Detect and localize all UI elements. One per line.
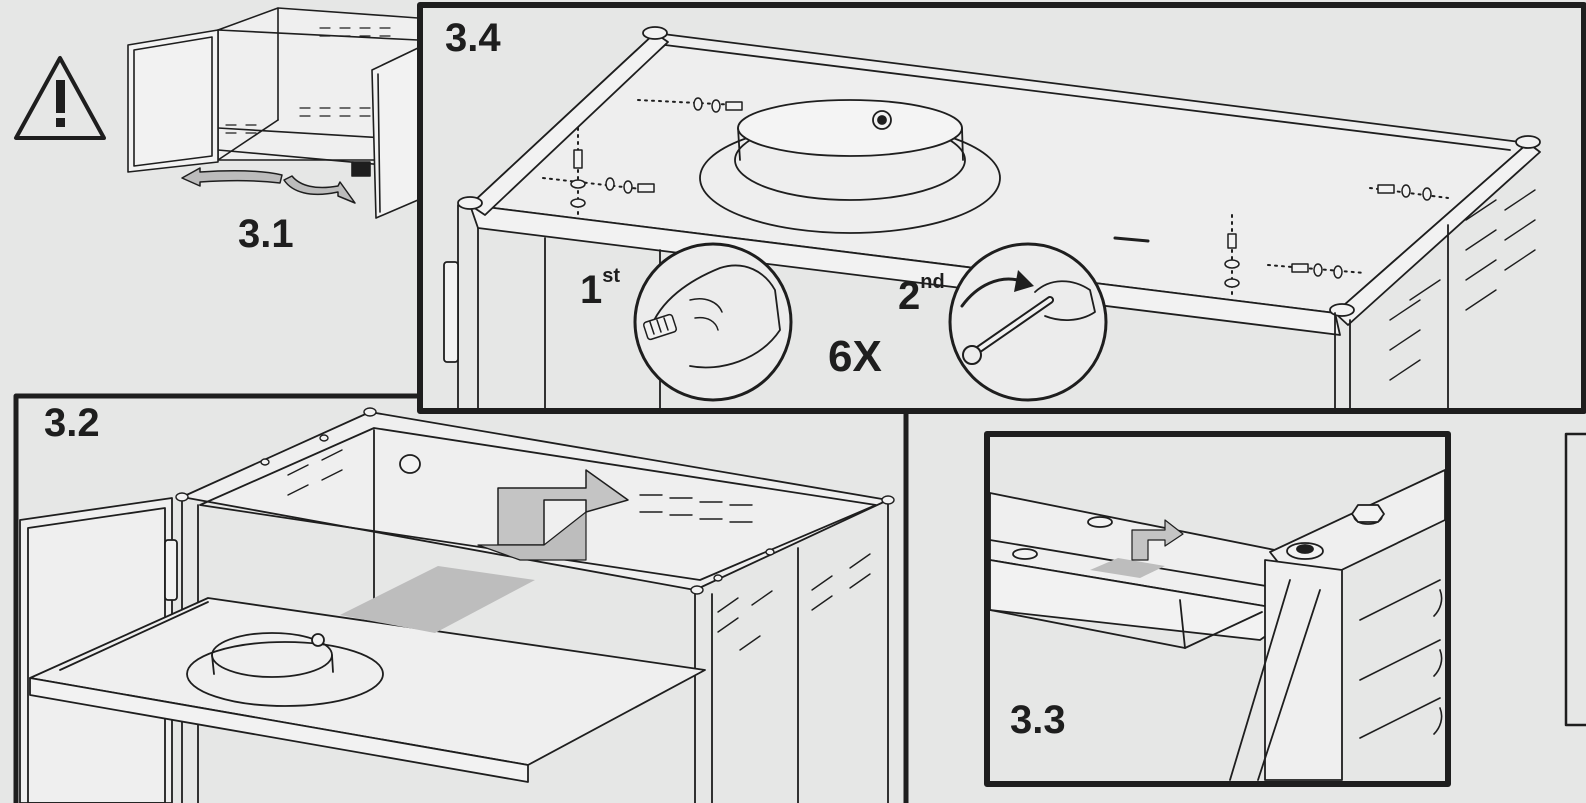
- insert-direction-arrow: [477, 469, 629, 561]
- step-label-3-2: 3.2: [44, 401, 100, 445]
- panel-3-4-illustration: [443, 26, 1541, 412]
- order-first-suffix: st: [602, 265, 621, 287]
- panel-3-1-illustration: [14, 7, 419, 219]
- fastener-count: 6X: [828, 332, 882, 381]
- adjacent-panel-edge: [1564, 432, 1586, 727]
- order-first-label: 1st: [580, 266, 620, 312]
- order-second-label: 2nd: [898, 272, 945, 318]
- step-label-3-1: 3.1: [238, 212, 294, 256]
- warning-icon: [14, 56, 106, 140]
- order-second-suffix: nd: [920, 271, 945, 293]
- order-second-number: 2: [898, 274, 921, 318]
- door-swing-arrows: [181, 167, 356, 204]
- panel-3-2-illustration: [19, 407, 895, 803]
- cabinet-open-doors: [127, 7, 419, 219]
- panel-3-3-illustration: [989, 469, 1446, 781]
- hand-tighten-icon: [633, 242, 793, 402]
- step-label-3-4: 3.4: [445, 16, 501, 60]
- panel-3-2-frame: [13, 393, 909, 803]
- order-first-number: 1: [580, 268, 603, 312]
- step-label-3-3: 3.3: [1010, 698, 1066, 742]
- wrench-tighten-icon: [948, 242, 1108, 402]
